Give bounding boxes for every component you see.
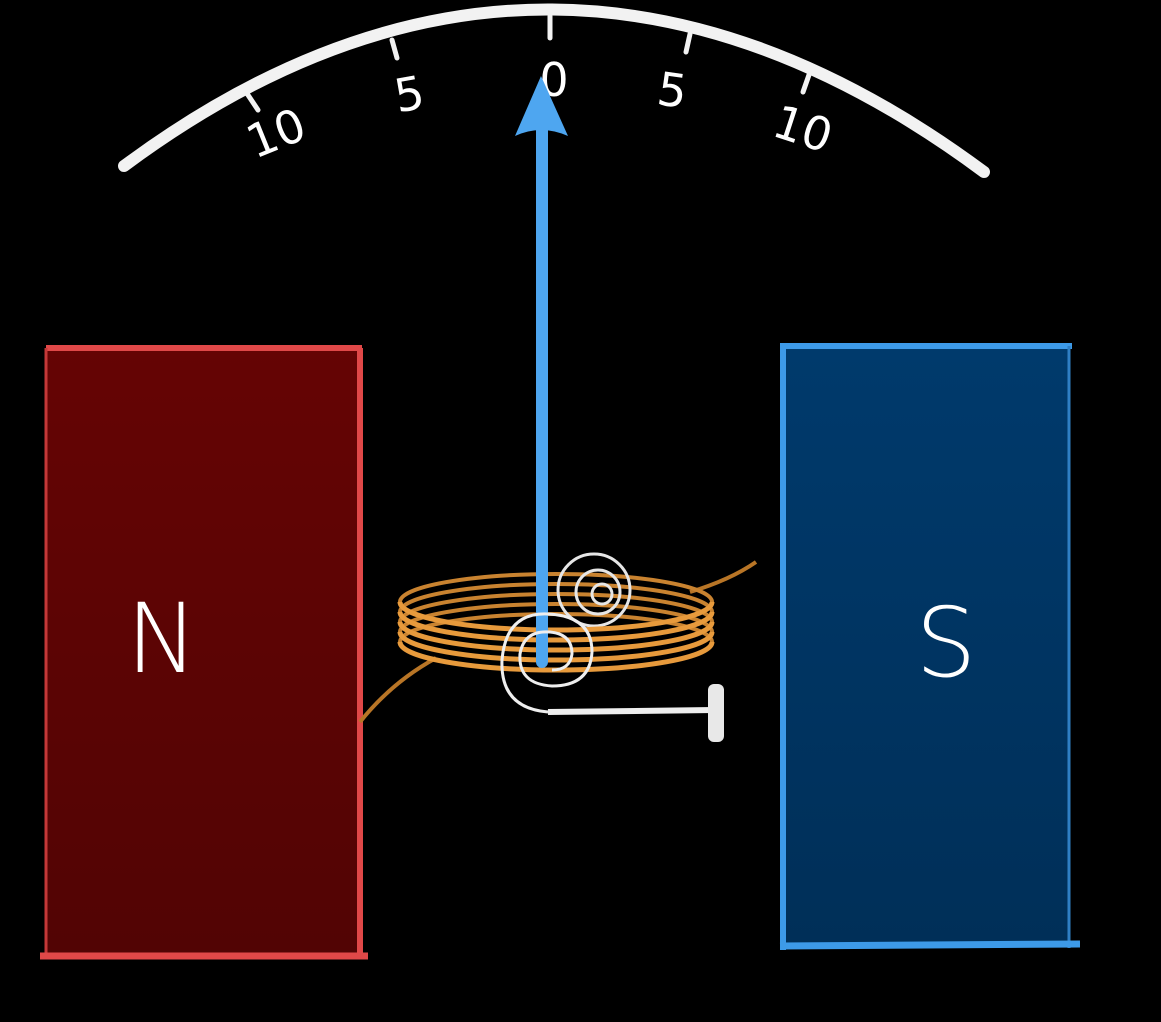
- coil-lead-wire-right: [689, 560, 758, 594]
- scale-label-minus-5: 5: [390, 65, 428, 123]
- spring-anchor-pin: [708, 684, 724, 742]
- scale-tick-10: [800, 69, 813, 95]
- meter-scale-ticks: [243, 13, 813, 113]
- needle-arrowhead: [515, 76, 568, 136]
- scale-tick-5: [683, 31, 693, 55]
- scale-label-5: 5: [654, 61, 691, 119]
- scale-tick-minus-5: [389, 37, 400, 61]
- lower-spring: [500, 612, 715, 715]
- scale-label-minus-10: 10: [239, 97, 314, 169]
- upper-spring: [556, 552, 632, 628]
- south-pole-label: S: [916, 587, 977, 699]
- south-magnet-body: [782, 346, 1070, 946]
- south-magnet: S: [779, 343, 1081, 950]
- scale-label-10: 10: [767, 94, 839, 163]
- coil-back: [398, 572, 714, 643]
- meter-needle: [515, 76, 568, 668]
- meter-scale-arc: [118, 3, 990, 178]
- coil: [397, 601, 715, 673]
- scale-tick-minus-10: [243, 89, 261, 113]
- coil-lead-wire-left: [358, 656, 437, 724]
- north-pole-label: N: [126, 583, 198, 695]
- north-magnet-body: [46, 348, 360, 954]
- north-magnet: N: [40, 345, 368, 960]
